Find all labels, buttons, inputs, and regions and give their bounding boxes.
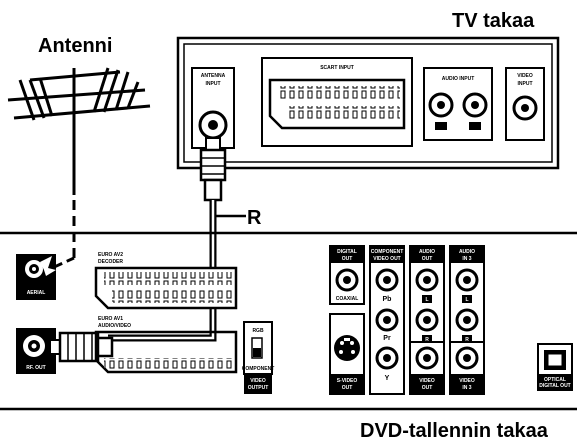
- rf-out-label: RF. OUT: [26, 365, 45, 371]
- svideo-label-1: S-VIDEO: [337, 378, 358, 384]
- component-video-label-1: COMPONENT: [371, 249, 404, 255]
- tv-video-label-1: VIDEO: [517, 73, 533, 79]
- tv-antenna-label-2: INPUT: [206, 81, 221, 87]
- coaxial-label: COAXIAL: [336, 296, 359, 302]
- euro-av2-label-2: DECODER: [98, 259, 123, 265]
- tv-video-label-2: INPUT: [518, 81, 533, 87]
- digital-coaxial-out: [329, 245, 365, 305]
- audio-out-l: L: [425, 297, 428, 303]
- antenna-icon: [7, 67, 151, 195]
- audio-in3-l: L: [465, 297, 468, 303]
- audio-out-label-1: AUDIO: [419, 249, 435, 255]
- pb-label: Pb: [383, 296, 392, 303]
- euro-av2-label-1: EURO AV2: [98, 252, 123, 258]
- antenna-title: Antenni: [38, 35, 112, 57]
- component-video-label-2: VIDEO OUT: [373, 256, 401, 262]
- video-output-label-2: OUTPUT: [248, 385, 269, 391]
- digital-out-label-1: DIGITAL: [337, 249, 357, 255]
- tv-scart-label: SCART INPUT: [320, 65, 354, 71]
- audio-out-label-2: OUT: [422, 256, 433, 262]
- video-in3: [449, 341, 485, 395]
- y-label: Y: [385, 375, 390, 382]
- audio-in3: [449, 245, 485, 355]
- tv-back-title: TV takaa: [452, 10, 535, 32]
- euro-av2-scart: [94, 266, 238, 310]
- euro-av1-scart: [94, 330, 238, 374]
- component-video-out: [369, 245, 405, 395]
- audio-in3-label-1: AUDIO: [459, 249, 475, 255]
- video-in3-label-2: IN 3: [462, 385, 471, 391]
- aerial-input: [16, 254, 56, 300]
- pr-label: Pr: [383, 335, 391, 342]
- tv-antenna-label-1: ANTENNA: [201, 73, 226, 79]
- video-output-label-1: VIDEO: [250, 378, 266, 384]
- video-out: [409, 341, 445, 395]
- tv-audio-label: AUDIO INPUT: [442, 76, 475, 82]
- rgb-component-switch: [243, 321, 273, 394]
- digital-out-label-2: OUT: [342, 256, 353, 262]
- optical-label-2: DIGITAL OUT: [539, 383, 570, 389]
- audio-in3-label-2: IN 3: [462, 256, 471, 262]
- tv-audio-input: [423, 67, 493, 141]
- rf-cable: [108, 137, 227, 342]
- component-label: COMPONENT: [242, 366, 275, 372]
- optical-digital-out: [537, 343, 573, 391]
- euro-av1-label-1: EURO AV1: [98, 316, 123, 322]
- tv-antenna-input: [191, 67, 235, 149]
- audio-out-r: R: [425, 337, 429, 343]
- dvd-back-title: DVD-tallennin takaa: [360, 420, 549, 442]
- r-marker: R: [247, 207, 262, 229]
- svideo-out: [329, 313, 365, 395]
- tv-scart-input: [261, 57, 413, 147]
- video-in3-label-1: VIDEO: [459, 378, 475, 384]
- video-out-label-2: OUT: [422, 385, 433, 391]
- aerial-label: AERIAL: [27, 290, 46, 296]
- euro-av1-label-2: AUDIO/VIDEO: [98, 323, 131, 329]
- svideo-label-2: OUT: [342, 385, 353, 391]
- video-out-label-1: VIDEO: [419, 378, 435, 384]
- optical-label-1: OPTICAL: [544, 377, 566, 383]
- rf-out-plug: [49, 331, 114, 363]
- rgb-label: RGB: [252, 328, 264, 334]
- audio-out: [409, 245, 445, 355]
- audio-in3-r: R: [465, 337, 469, 343]
- tv-video-input: [505, 67, 545, 141]
